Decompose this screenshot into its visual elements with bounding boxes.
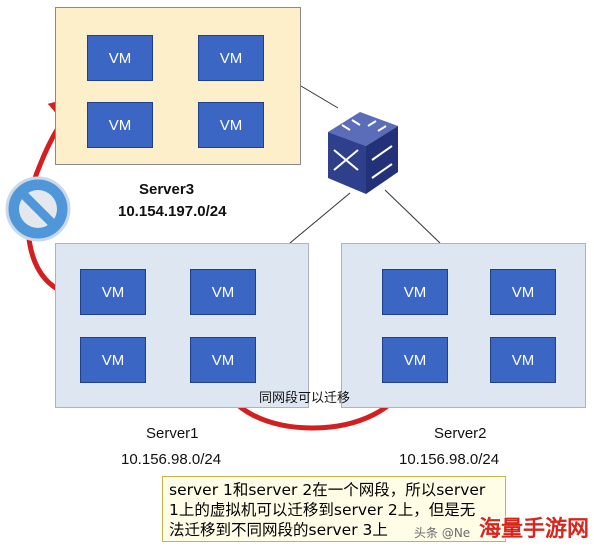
source-credit: 头条 @Ne [414,526,471,540]
vm-server1-3[interactable]: VM [80,337,146,383]
link-server3-switch [300,85,339,109]
migration-label: 同网段可以迁移 [259,391,351,406]
forbidden-icon [5,176,71,242]
note-line-1: server 1和server 2在一个网段，所以server [169,481,486,499]
network-switch-icon [328,112,398,194]
link-switch-server2 [384,189,441,244]
vm-server3-1[interactable]: VM [87,35,153,81]
vm-server2-2[interactable]: VM [490,269,556,315]
server1-box: VM VM VM VM [55,243,309,408]
vm-server3-3[interactable]: VM [87,102,153,148]
vm-server1-4[interactable]: VM [190,337,256,383]
explanation-note: server 1和server 2在一个网段，所以server 1上的虚拟机可以… [162,476,506,542]
vm-server2-1[interactable]: VM [382,269,448,315]
note-line-3: 法迁移到不同网段的server 3上 [169,521,388,539]
vm-server3-2[interactable]: VM [198,35,264,81]
vm-server1-1[interactable]: VM [80,269,146,315]
server3-name: Server3 [139,181,195,198]
vm-server1-2[interactable]: VM [190,269,256,315]
server2-subnet: 10.156.98.0/24 [399,451,500,468]
server2-box: VM VM VM VM [341,243,586,408]
server1-subnet: 10.156.98.0/24 [121,451,222,468]
server2-name: Server2 [434,425,487,442]
vm-server3-4[interactable]: VM [198,102,264,148]
server3-box: VM VM VM VM [55,7,301,165]
vm-server2-3[interactable]: VM [382,337,448,383]
site-watermark: 海量手游网 [479,517,590,542]
note-line-2: 1上的虚拟机可以迁移到server 2上，但是无 [169,501,476,519]
server1-name: Server1 [146,425,199,442]
link-switch-server1 [289,192,351,244]
vm-server2-4[interactable]: VM [490,337,556,383]
server3-subnet: 10.154.197.0/24 [118,203,227,220]
